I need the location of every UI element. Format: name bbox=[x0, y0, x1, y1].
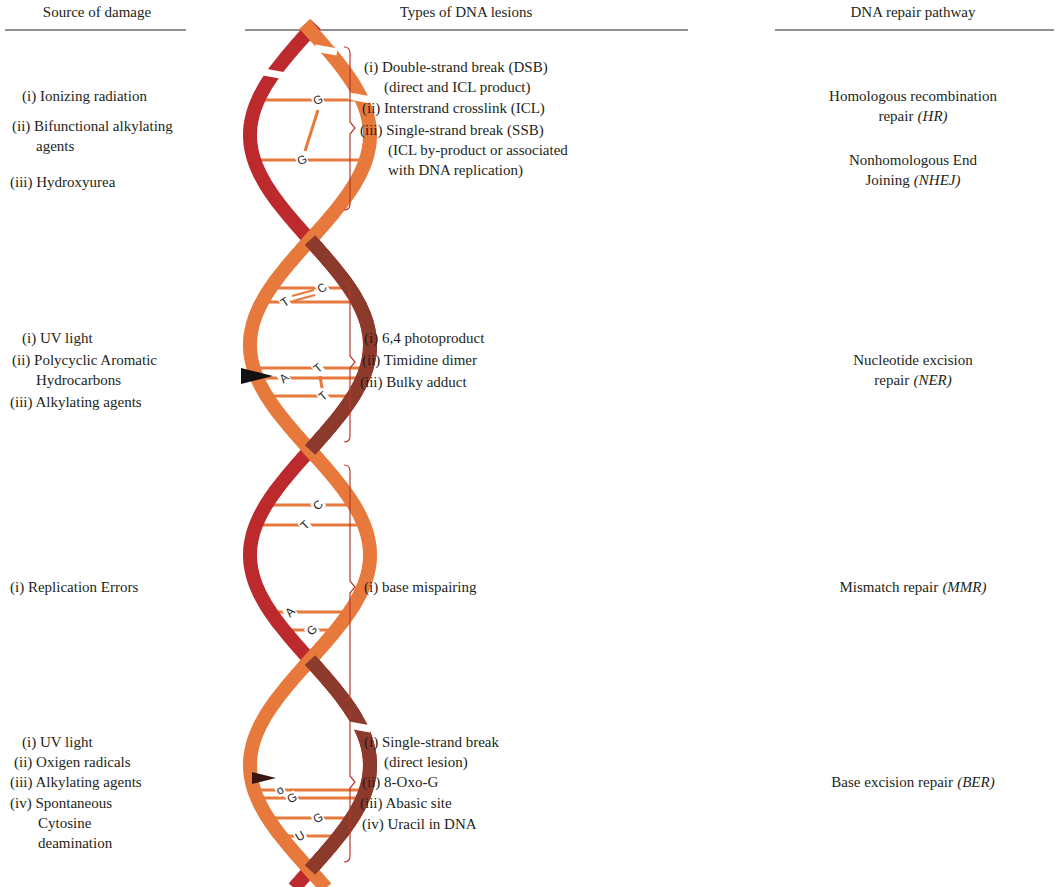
lesion-type: (i) Double-strand break (DSB) (direct an… bbox=[364, 57, 574, 97]
damage-source: (iii) Hydroxyurea bbox=[10, 172, 210, 192]
damage-source: (ii) Oxigen radicals bbox=[14, 752, 214, 772]
lesion-type: (ii) Timidine dimer bbox=[362, 350, 622, 370]
header-rule bbox=[775, 30, 1054, 31]
base-letter: C bbox=[314, 280, 330, 296]
base-letter: T bbox=[311, 360, 326, 375]
base-pair-rung bbox=[254, 789, 366, 792]
damage-source: (i) UV light bbox=[22, 732, 222, 752]
pathway-name: Mismatch repair bbox=[839, 579, 938, 595]
lesion-type: (iii) Bulky adduct bbox=[360, 372, 620, 392]
damage-source: (ii) Bifunctional alkylating agents bbox=[12, 116, 190, 156]
dimer-bond bbox=[320, 376, 322, 388]
base-letter: U bbox=[292, 828, 307, 844]
strand-break bbox=[349, 725, 371, 729]
photoproduct-bond bbox=[292, 290, 315, 301]
bracket bbox=[344, 710, 355, 862]
base-letter: T bbox=[316, 388, 331, 403]
column-heading: Types of DNA lesions bbox=[316, 2, 616, 22]
pathway-abbreviation: (NER) bbox=[913, 372, 951, 388]
base-letter: G bbox=[310, 92, 325, 108]
pathway-abbreviation: (HR) bbox=[918, 108, 948, 124]
base-letter: G bbox=[310, 810, 326, 826]
base-letter: T bbox=[278, 294, 293, 309]
crosslink-line bbox=[305, 110, 318, 151]
helix-strand-front bbox=[310, 660, 370, 870]
abasic-wedge bbox=[252, 772, 276, 784]
repair-pathway: Nucleotide excision repair(NER) bbox=[818, 350, 1008, 390]
repair-pathway: Homologous recombination repair(HR) bbox=[818, 86, 1008, 126]
damage-source: (i) Ionizing radiation bbox=[22, 86, 222, 106]
base-letter: G bbox=[284, 790, 300, 806]
base-letter: A bbox=[282, 604, 298, 620]
helix-strand bbox=[250, 24, 370, 887]
helix-strands bbox=[250, 24, 370, 887]
damage-source: (i) Replication Errors bbox=[10, 577, 210, 597]
repair-pathway: Nonhomologous End Joining(NHEJ) bbox=[818, 150, 1008, 190]
base-pair-rung bbox=[257, 377, 363, 380]
lesion-marks bbox=[241, 110, 322, 784]
bracket bbox=[344, 465, 355, 700]
lesion-type: (i) 6,4 photoproduct bbox=[364, 328, 624, 348]
strand-break bbox=[315, 48, 337, 52]
base-letter: G bbox=[304, 622, 321, 639]
bracket bbox=[344, 47, 355, 210]
brackets bbox=[344, 47, 355, 862]
pathway-abbreviation: (NHEJ) bbox=[914, 172, 961, 188]
base-pair-rung bbox=[258, 99, 362, 102]
damage-source: (ii) Polycyclic Aromatic Hydrocarbons bbox=[12, 350, 187, 390]
lesion-type: (i) Single-strand break (direct lesion) bbox=[364, 732, 534, 772]
repair-pathway: Mismatch repair(MMR) bbox=[818, 577, 1008, 597]
bracket bbox=[344, 283, 355, 442]
base-pair-rung bbox=[257, 797, 363, 800]
lesion-type: (ii) Interstrand crosslink (ICL) bbox=[362, 98, 622, 118]
damage-source: (iii) Alkylating agents bbox=[10, 392, 210, 412]
base-letter: A bbox=[276, 370, 291, 386]
damage-source: (iii) Alkylating agents bbox=[10, 772, 210, 792]
pathway-name: Base excision repair bbox=[831, 774, 953, 790]
repair-pathway: Base excision repair(BER) bbox=[818, 772, 1008, 792]
lesion-type: (iii) Abasic site bbox=[360, 793, 620, 813]
lesion-type: (ii) 8-Oxo-G bbox=[362, 772, 622, 792]
base-pair-rung bbox=[271, 287, 350, 290]
damage-source: (iv) Spontaneous Cytosine deamination bbox=[10, 793, 128, 853]
helix-strand bbox=[250, 24, 370, 887]
base-pair-rung bbox=[267, 395, 354, 398]
pathway-abbreviation: (BER) bbox=[957, 774, 994, 790]
base-pair-rung bbox=[262, 301, 358, 304]
header-rules bbox=[5, 30, 1054, 31]
column-heading: Source of damage bbox=[7, 2, 187, 22]
lesion-type: (iii) Single-strand break (SSB) (ICL by-… bbox=[360, 120, 568, 180]
base-letter: T bbox=[297, 517, 312, 532]
adduct-wedge bbox=[241, 368, 273, 384]
column-heading: DNA repair pathway bbox=[793, 2, 1033, 22]
damage-source: (i) UV light bbox=[22, 328, 222, 348]
base-pair-rung bbox=[254, 159, 366, 162]
pathway-abbreviation: (MMR) bbox=[942, 579, 986, 595]
helix-strand-front bbox=[310, 240, 370, 450]
strand-breaks bbox=[264, 48, 371, 729]
base-letter: G bbox=[294, 152, 309, 168]
base-letter: C bbox=[310, 497, 326, 513]
lesion-type: (iv) Uracil in DNA bbox=[362, 814, 622, 834]
strand-break bbox=[349, 96, 371, 100]
header-rule bbox=[5, 30, 186, 31]
lesion-type: (i) base mispairing bbox=[364, 577, 624, 597]
strand-break bbox=[264, 72, 286, 76]
pathway-name: Nucleotide excision repair bbox=[853, 352, 973, 388]
pathway-name: Homologous recombination repair bbox=[829, 88, 997, 124]
